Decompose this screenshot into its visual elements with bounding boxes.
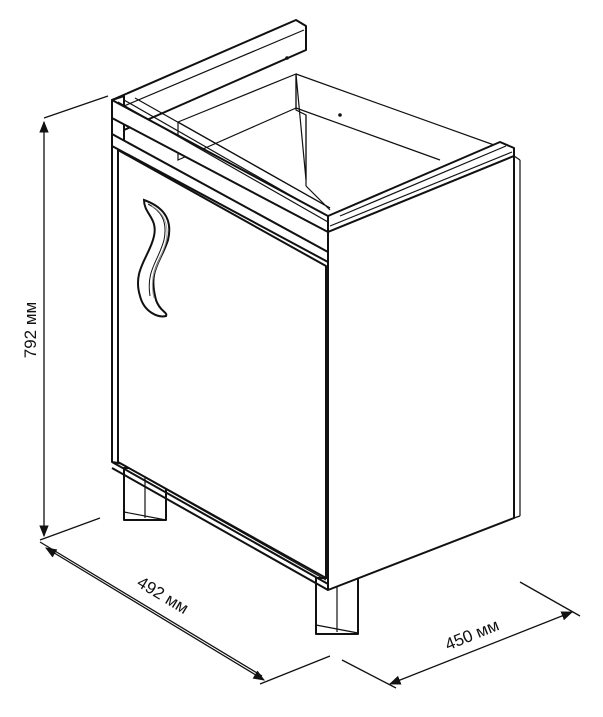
width-dimension: 492 мм [39,541,331,685]
cabinet-side-panel [327,141,521,591]
wave-handle-icon [137,198,171,318]
depth-label: 450 мм [442,616,501,655]
depth-dimension: 450 мм [341,581,581,689]
height-label: 792 мм [21,302,40,358]
height-dimension: 792 мм [21,95,109,541]
width-label: 492 мм [134,573,192,618]
cabinet-door [111,149,329,591]
